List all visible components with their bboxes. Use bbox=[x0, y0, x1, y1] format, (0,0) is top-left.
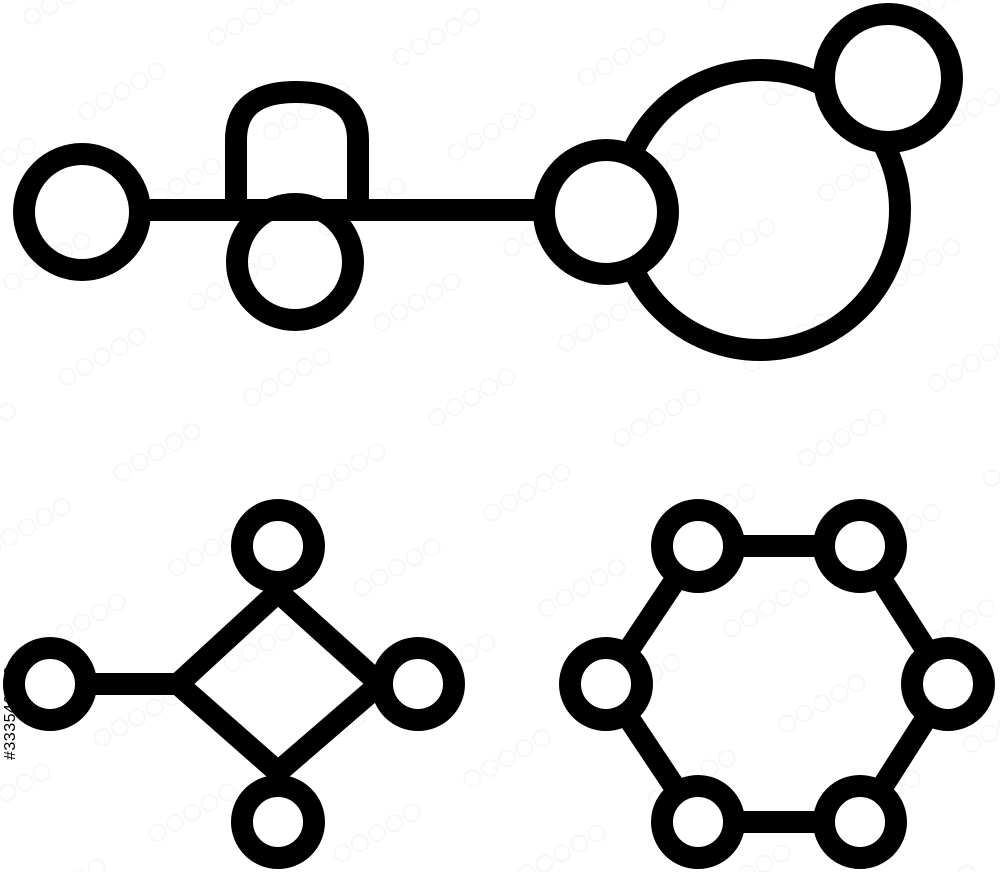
chain-top-node bbox=[813, 3, 963, 153]
chain-lower-node bbox=[226, 193, 364, 331]
hexagon-node bbox=[901, 637, 995, 731]
chain-left-node bbox=[13, 143, 151, 281]
chain-right-node bbox=[533, 139, 679, 285]
chain-loop bbox=[225, 81, 369, 221]
hexagon-node bbox=[559, 637, 653, 731]
diamond-bottom-node bbox=[231, 775, 325, 869]
diamond-top-node bbox=[231, 499, 325, 593]
hexagon-node bbox=[813, 499, 907, 593]
diamond-right-node bbox=[371, 637, 465, 731]
hexagon-node bbox=[651, 499, 745, 593]
diamond-frame bbox=[167, 581, 391, 783]
diamond-left-node bbox=[3, 637, 97, 731]
diamond-network-icon bbox=[3, 499, 465, 869]
hexagon-network-icon bbox=[559, 499, 995, 869]
stock-id-label: #333546600 bbox=[2, 666, 19, 760]
molecule-chain-icon bbox=[13, 3, 963, 361]
hexagon-node bbox=[651, 775, 745, 869]
hexagon-node bbox=[813, 775, 907, 869]
